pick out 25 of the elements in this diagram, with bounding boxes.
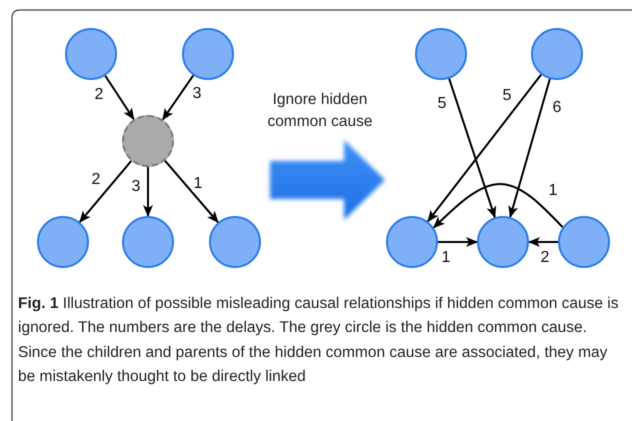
variable-circle — [558, 216, 610, 268]
hidden-cause-circle — [122, 115, 174, 167]
arrow — [427, 74, 542, 222]
arrow — [528, 237, 558, 247]
variable-circle — [415, 28, 467, 80]
arrow — [162, 74, 194, 120]
variable-circle — [182, 28, 234, 80]
variable-circle — [386, 216, 438, 268]
arrow — [78, 160, 132, 223]
arrow — [438, 237, 478, 247]
arrow — [143, 167, 153, 217]
arrow — [508, 78, 551, 218]
arrow — [433, 183, 564, 228]
figure-caption: Fig. 1 Illustration of possible misleading causal relationships if hidden common cause is ignored. The numbers are the delays. The grey circle is the hidden common cause. Since the children and parents of the hidden common cause are associated, they may be mistakenly thought to be directly linked — [18, 294, 620, 387]
variable-circle — [37, 216, 89, 268]
variable-circle — [477, 216, 529, 268]
arrow — [448, 78, 496, 218]
variable-circle — [65, 28, 117, 80]
edge-label: 1 — [192, 176, 204, 192]
arrow — [104, 75, 135, 120]
transition-label: Ignore hidden common cause — [266, 90, 374, 132]
arrow — [164, 160, 219, 224]
variable-circle — [209, 216, 261, 268]
variable-circle — [122, 216, 174, 268]
variable-circle — [531, 28, 583, 80]
